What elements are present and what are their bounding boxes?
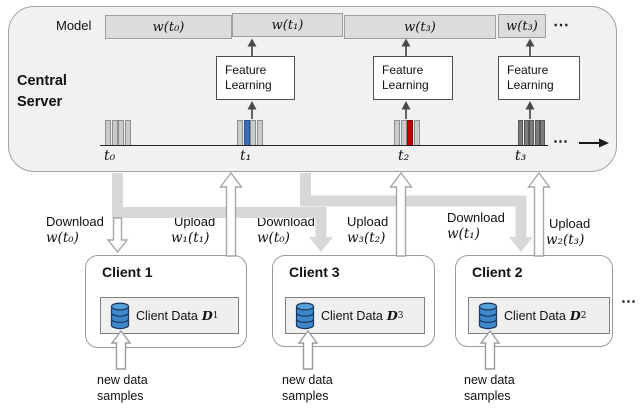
download-pipe-w-t0-icon xyxy=(112,173,333,252)
dataset-symbol: D xyxy=(201,308,213,323)
database-icon xyxy=(478,301,498,329)
sample-bar xyxy=(413,120,420,146)
transfer-download-value: w(t₁) xyxy=(447,226,480,242)
download-arrow-client1-icon xyxy=(106,217,129,254)
transfer-download-label: Download xyxy=(46,214,104,229)
central-server-label-line2: Server xyxy=(17,94,63,111)
new-data-label: new data samples xyxy=(282,372,333,404)
model-segment: w(t₃) xyxy=(344,15,496,39)
client-data-label: Client Data xyxy=(504,308,566,323)
sample-bar xyxy=(518,120,523,146)
sample-group-t1 xyxy=(237,120,263,146)
client-data-label: Client Data xyxy=(321,308,383,323)
model-segment: w(t₃) xyxy=(498,14,546,38)
dataset-subscript: 2 xyxy=(580,310,587,321)
timeline-tick-t0: t₀ xyxy=(104,148,116,164)
sample-bar xyxy=(400,120,407,146)
sample-bar xyxy=(105,120,111,146)
new-data-line2: samples xyxy=(282,389,329,403)
feature-learning-box: Feature Learning xyxy=(373,56,453,100)
sample-group-t3 xyxy=(518,120,546,146)
sample-bar xyxy=(111,120,118,146)
dataset-subscript: 1 xyxy=(212,310,219,321)
client-title: Client 1 xyxy=(102,264,153,280)
transfer-upload-value: w₃(t₂) xyxy=(347,230,386,246)
sample-bar xyxy=(534,120,540,146)
new-data-line1: new data xyxy=(97,373,148,387)
transfer-download-label: Download xyxy=(257,214,315,229)
transfer-upload-label: Upload xyxy=(174,214,216,229)
central-server-label-line1: Central xyxy=(17,73,67,89)
upload-arrow-client1-icon xyxy=(219,171,243,257)
feature-learning-line2: Learning xyxy=(507,78,554,92)
timeline-tick-t3: t₃ xyxy=(515,148,527,164)
transfer-upload-value: w₂(t₃) xyxy=(546,232,585,248)
feature-learning-line1: Feature xyxy=(382,63,424,77)
transfer-download-value: w(t₀) xyxy=(257,230,290,246)
transfer-upload-label: Upload xyxy=(549,216,591,231)
sample-bar xyxy=(118,120,124,146)
new-data-label: new data samples xyxy=(464,372,515,404)
dataset-subscript: 3 xyxy=(397,310,404,321)
feature-learning-line1: Feature xyxy=(507,63,549,77)
transfer-upload-label: Upload xyxy=(347,214,389,229)
timeline-tick-t2: t₂ xyxy=(398,148,410,164)
sample-bar xyxy=(250,120,256,146)
new-data-line2: samples xyxy=(97,389,144,403)
client-title: Client 3 xyxy=(289,264,340,280)
feature-learning-line1: Feature xyxy=(225,63,267,77)
sample-bar xyxy=(394,120,400,146)
feature-learning-line2: Learning xyxy=(225,78,272,92)
transfer-download-value: w(t₀) xyxy=(46,230,79,246)
sample-group-t2 xyxy=(394,120,420,146)
timeline-ellipsis: ⋯ xyxy=(553,133,569,150)
database-icon xyxy=(110,301,130,329)
transfer-upload-value: w₁(t₁) xyxy=(171,230,210,246)
model-ellipsis: ⋯ xyxy=(553,17,570,34)
new-data-line1: new data xyxy=(282,373,333,387)
timeline-axis xyxy=(100,145,548,146)
model-segment: w(t₁) xyxy=(232,13,343,37)
central-server-label: Central Server xyxy=(17,71,67,113)
sample-bar xyxy=(124,120,131,146)
sample-bar xyxy=(523,120,529,146)
new-data-label: new data samples xyxy=(97,372,148,404)
sample-bar xyxy=(256,120,263,146)
feature-learning-box: Feature Learning xyxy=(498,56,580,100)
model-label: Model xyxy=(56,18,92,33)
dataset-symbol: D xyxy=(569,308,581,323)
dataset-symbol: D xyxy=(386,308,398,323)
sample-bar-blue xyxy=(243,120,250,146)
sample-bar xyxy=(529,120,534,146)
sample-bar xyxy=(540,120,545,146)
client-data-label: Client Data xyxy=(136,308,198,323)
timeline-tick-t1: t₁ xyxy=(240,148,252,164)
new-data-line2: samples xyxy=(464,389,511,403)
upload-arrow-client3-icon xyxy=(389,171,413,257)
model-segment: w(t₀) xyxy=(105,15,232,39)
sample-bar xyxy=(237,120,243,146)
feature-learning-box: Feature Learning xyxy=(216,56,295,100)
sample-group-t0 xyxy=(105,120,131,146)
client-title: Client 2 xyxy=(472,264,523,280)
database-icon xyxy=(295,301,315,329)
sample-bar-red xyxy=(407,120,413,146)
clients-ellipsis: ⋯ xyxy=(621,293,637,310)
new-data-line1: new data xyxy=(464,373,515,387)
feature-learning-line2: Learning xyxy=(382,78,429,92)
transfer-download-label: Download xyxy=(447,210,505,225)
